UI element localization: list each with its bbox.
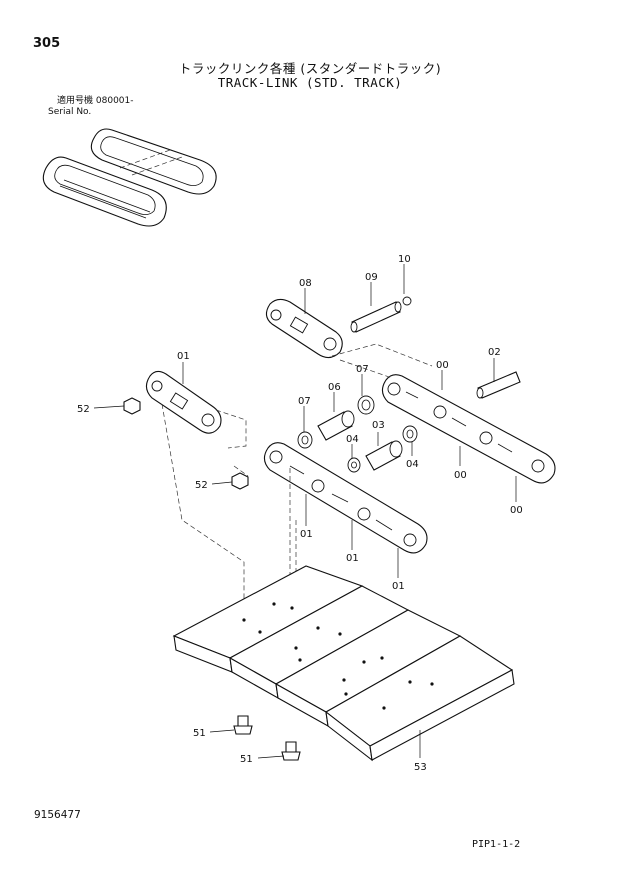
callout-04-left: 04	[346, 434, 359, 445]
assembly-guide-lines	[161, 343, 433, 640]
right-link-chain-00	[381, 374, 556, 484]
callout-00-lower: 00	[510, 505, 523, 516]
track-shoes-53	[172, 565, 515, 762]
serial-applicability: 適用号機 080001-	[57, 96, 134, 107]
callout-06: 06	[328, 382, 341, 393]
link-01-upper-left	[145, 370, 222, 434]
callout-01-upper: 01	[177, 351, 190, 362]
leader-lines	[93, 264, 517, 759]
callout-09: 09	[365, 272, 378, 283]
serial-label-jp: 適用号機	[57, 96, 94, 106]
serial-value: 080001-	[95, 96, 134, 106]
callout-07-upper: 07	[356, 364, 369, 375]
callout-52-upper: 52	[77, 404, 90, 415]
spacer-04-left	[347, 457, 361, 473]
callout-01-b: 01	[346, 553, 359, 564]
callout-03: 03	[372, 420, 385, 431]
figure-number: 9156477	[34, 809, 81, 821]
title-japanese: トラックリンク各種 (スタンダードトラック)	[178, 61, 442, 76]
pin-02	[476, 371, 521, 399]
callout-51-lower: 51	[240, 754, 253, 765]
spacer-04-right	[402, 425, 418, 443]
callout-01-a: 01	[300, 529, 313, 540]
serial-label-en: Serial No.	[48, 107, 92, 117]
callout-10: 10	[398, 254, 411, 265]
bushing-03	[365, 440, 403, 471]
callout-01-c: 01	[392, 581, 405, 592]
nut-52-upper	[123, 397, 141, 415]
bolt-51-lower	[281, 741, 301, 761]
track-overview-thumbnail	[42, 128, 217, 227]
seal-07-upper	[357, 395, 375, 415]
nut-52-middle	[231, 472, 249, 490]
master-link-08	[265, 298, 343, 359]
page-number: 305	[33, 36, 61, 51]
retainer-10	[402, 296, 412, 306]
callout-labels: 08 09 10 01 52 06 07 00 02 07 04 03 04 0…	[77, 254, 523, 773]
callout-51-upper: 51	[193, 728, 206, 739]
seal-07-lower	[297, 431, 313, 449]
bushing-06	[317, 410, 355, 441]
bolt-51-upper	[233, 715, 253, 735]
callout-00-mid: 00	[454, 470, 467, 481]
callout-02: 02	[488, 347, 501, 358]
callout-08: 08	[299, 278, 312, 289]
lower-link-chain-01	[263, 442, 428, 554]
title-english: TRACK-LINK (STD. TRACK)	[217, 75, 403, 90]
callout-53: 53	[414, 762, 427, 773]
callout-07-mid: 07	[298, 396, 311, 407]
callout-52-mid: 52	[195, 480, 208, 491]
page-code: PIP1-1-2	[472, 839, 521, 850]
callout-04-right: 04	[406, 459, 419, 470]
callout-00-upper: 00	[436, 360, 449, 371]
master-pin-09	[350, 301, 402, 333]
